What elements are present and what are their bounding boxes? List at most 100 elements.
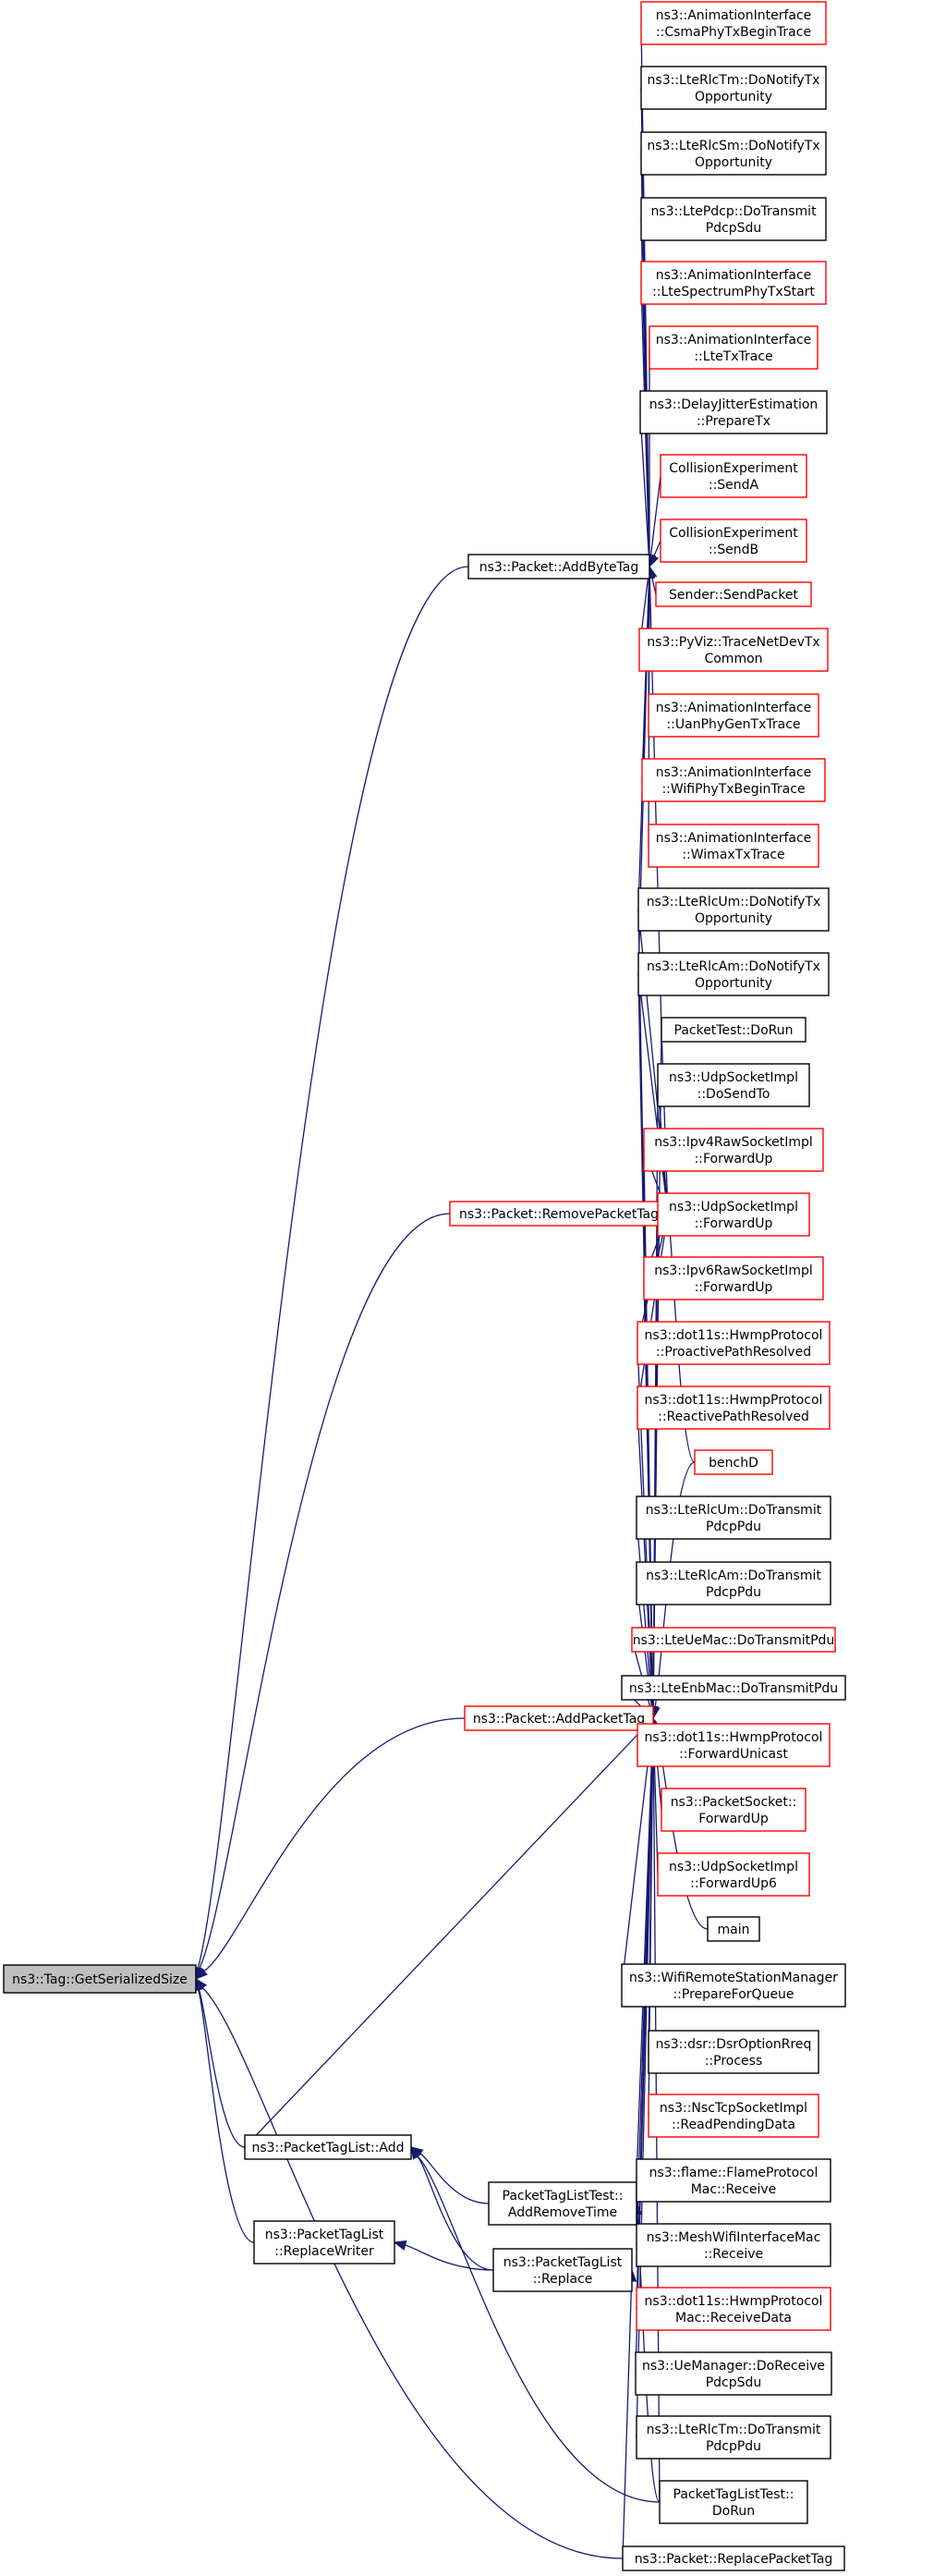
- node-ptlt-dorun[interactable]: PacketTagListTest::DoRun: [659, 2480, 808, 2524]
- node-box: [649, 325, 819, 370]
- node-box: [660, 454, 807, 498]
- edge-line: [405, 2244, 494, 2271]
- node-uan-phy-gen-tx[interactable]: ns3::AnimationInterface::UanPhyGenTxTrac…: [648, 693, 819, 738]
- node-dsr-option-rreq[interactable]: ns3::dsr::DsrOptionRreq::Process: [648, 2030, 819, 2074]
- node-ptl-replace-writer[interactable]: ns3::PacketTagList::ReplaceWriter: [253, 2220, 395, 2265]
- node-label: Sender::SendPacket: [669, 588, 798, 603]
- node-label: ns3::NscTcpSocketImpl: [660, 2101, 807, 2116]
- node-label: ns3::AnimationInterface: [656, 701, 812, 715]
- node-box: [622, 2545, 845, 2571]
- node-delay-jitter[interactable]: ns3::DelayJitterEstimation::PrepareTx: [639, 390, 828, 434]
- node-lte-tx-trace[interactable]: ns3::AnimationInterface::LteTxTrace: [649, 325, 819, 370]
- node-label: ::SendA: [709, 478, 759, 493]
- node-hwmp-forward-unicast[interactable]: ns3::dot11s::HwmpProtocol::ForwardUnicas…: [637, 1723, 831, 1767]
- node-lte-enb-mac-transmit[interactable]: ns3::LteEnbMac::DoTransmitPdu: [621, 1675, 846, 1701]
- node-box: [253, 2220, 395, 2265]
- node-sender-send-packet[interactable]: Sender::SendPacket: [655, 581, 812, 607]
- node-hwmp-mac-receive-data[interactable]: ns3::dot11s::HwmpProtocolMac::ReceiveDat…: [636, 2287, 831, 2331]
- node-box: [464, 1705, 654, 1731]
- node-collision-send-b[interactable]: CollisionExperiment::SendB: [660, 519, 807, 563]
- node-box: [640, 261, 827, 305]
- node-ptlt-add-remove-time[interactable]: PacketTagListTest::AddRemoveTime: [488, 2181, 637, 2226]
- node-wifi-phy-tx-begin[interactable]: ns3::AnimationInterface::WifiPhyTxBeginT…: [641, 758, 826, 802]
- node-box: [635, 2351, 832, 2396]
- node-udp-socket-dosendto[interactable]: ns3::UdpSocketImpl::DoSendTo: [657, 1063, 810, 1107]
- node-add-packet-tag[interactable]: ns3::Packet::AddPacketTag: [464, 1705, 654, 1731]
- node-nsc-tcp-read-pending[interactable]: ns3::NscTcpSocketImpl::ReadPendingData: [648, 2094, 819, 2138]
- node-udp-socket-forward-up[interactable]: ns3::UdpSocketImpl::ForwardUp: [657, 1192, 810, 1237]
- node-label: Opportunity: [695, 976, 772, 991]
- node-box: [660, 519, 807, 563]
- edge-arrowhead: [649, 554, 660, 568]
- node-label: ns3::Tag::GetSerializedSize: [12, 1972, 188, 1987]
- node-ipv6-raw-forward-up[interactable]: ns3::Ipv6RawSocketImpl::ForwardUp: [643, 1256, 824, 1300]
- node-box: [244, 2134, 412, 2160]
- node-label: ::ReadPendingData: [672, 2118, 795, 2132]
- edge-line: [417, 2155, 494, 2271]
- node-lte-ue-mac-transmit[interactable]: ns3::LteUeMac::DoTransmitPdu: [631, 1627, 836, 1653]
- node-label: ::ForwardUp: [695, 1152, 773, 1166]
- node-label: Opportunity: [695, 155, 772, 170]
- node-label: ns3::Packet::RemovePacketTag: [459, 1207, 659, 1222]
- node-label: ::UanPhyGenTxTrace: [666, 717, 800, 732]
- node-packet-test-dorun[interactable]: PacketTest::DoRun: [661, 1017, 807, 1043]
- node-label: ::PrepareForQueue: [673, 1987, 794, 2002]
- node-box: [631, 1627, 836, 1653]
- node-add-byte-tag[interactable]: ns3::Packet::AddByteTag: [467, 554, 650, 580]
- node-label: AddRemoveTime: [508, 2205, 617, 2220]
- node-label: ns3::Ipv6RawSocketImpl: [654, 1264, 813, 1278]
- node-hwmp-proactive[interactable]: ns3::dot11s::HwmpProtocol::ProactivePath…: [637, 1321, 831, 1365]
- node-box: [648, 2094, 819, 2138]
- node-hwmp-reactive[interactable]: ns3::dot11s::HwmpProtocol::ReactivePathR…: [637, 1386, 831, 1430]
- node-box: [467, 554, 650, 580]
- node-box: [638, 628, 829, 672]
- node-label: ns3::LteRlcUm::DoTransmit: [646, 1503, 822, 1518]
- node-packet-socket-forward-up[interactable]: ns3::PacketSocket::ForwardUp: [661, 1788, 807, 1832]
- node-wimax-tx-trace[interactable]: ns3::AnimationInterface::WimaxTxTrace: [648, 824, 819, 868]
- node-box: [636, 2415, 831, 2460]
- node-label: ns3::flame::FlameProtocol: [649, 2166, 819, 2180]
- node-lte-spectrum-phy-tx[interactable]: ns3::AnimationInterface::LteSpectrumPhyT…: [640, 261, 827, 305]
- node-udp-socket-forward-up6[interactable]: ns3::UdpSocketImpl::ForwardUp6: [657, 1852, 810, 1897]
- node-main[interactable]: main: [707, 1916, 760, 1942]
- node-box: [659, 2480, 808, 2524]
- node-label: PdcpPdu: [706, 1585, 761, 1600]
- node-label: ns3::dsr::DsrOptionRreq: [656, 2037, 812, 2052]
- node-label: ns3::AnimationInterface: [656, 268, 812, 283]
- node-wifi-remote-prepare[interactable]: ns3::WifiRemoteStationManager::PrepareFo…: [621, 1963, 846, 2008]
- node-label: ns3::Packet::ReplacePacketTag: [635, 2552, 833, 2567]
- node-box: [657, 1063, 810, 1107]
- node-label: ns3::dot11s::HwmpProtocol: [645, 1730, 823, 1745]
- node-label: Mac::ReceiveData: [675, 2311, 792, 2326]
- node-mesh-wifi-receive[interactable]: ns3::MeshWifiInterfaceMac::Receive: [636, 2223, 831, 2267]
- node-bench-d[interactable]: benchD: [694, 1449, 773, 1475]
- node-box: [3, 1964, 197, 1994]
- node-box: [648, 824, 819, 868]
- node-label: ns3::LteEnbMac::DoTransmitPdu: [629, 1681, 838, 1696]
- node-label: PdcpPdu: [706, 1520, 761, 1534]
- node-csma-phy-tx-begin[interactable]: ns3::AnimationInterface::CsmaPhyTxBeginT…: [640, 1, 827, 45]
- node-ptl-replace[interactable]: ns3::PacketTagList::Replace: [492, 2248, 633, 2292]
- node-collision-send-a[interactable]: CollisionExperiment::SendA: [660, 454, 807, 498]
- node-box: [636, 2223, 831, 2267]
- node-remove-packet-tag[interactable]: ns3::Packet::RemovePacketTag: [449, 1201, 669, 1227]
- node-ptl-add[interactable]: ns3::PacketTagList::Add: [244, 2134, 412, 2160]
- edge-ptl_add-to-add_packet_tag: [244, 1717, 654, 2148]
- node-get-serialized-size[interactable]: ns3::Tag::GetSerializedSize: [3, 1964, 197, 1994]
- node-ipv4-raw-forward-up[interactable]: ns3::Ipv4RawSocketImpl::ForwardUp: [643, 1128, 824, 1172]
- node-replace-packet-tag[interactable]: ns3::Packet::ReplacePacketTag: [622, 2545, 845, 2571]
- node-label: ::SendB: [709, 543, 758, 557]
- node-label: ns3::PacketSocket::: [671, 1795, 797, 1810]
